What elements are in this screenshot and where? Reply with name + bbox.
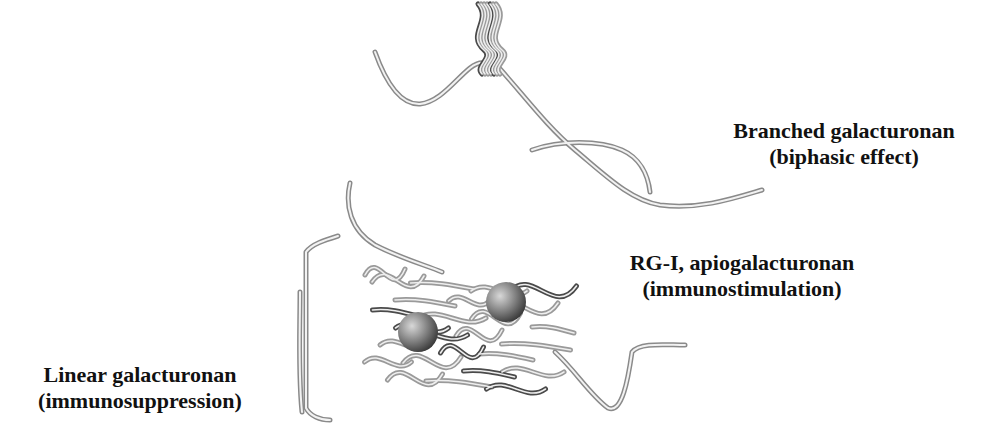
side-chain-highlight xyxy=(411,282,474,289)
side-chain xyxy=(487,385,546,393)
glycan-strand-highlight xyxy=(300,292,303,412)
side-chain-highlight xyxy=(464,370,515,377)
sphere xyxy=(398,312,438,352)
sphere xyxy=(486,282,526,322)
side-chain xyxy=(388,372,443,384)
side-chain-highlight xyxy=(365,358,412,366)
side-chain-highlight xyxy=(479,353,533,360)
side-chain xyxy=(479,353,533,360)
glycan-strand xyxy=(555,345,685,409)
glycan-strand xyxy=(375,52,492,104)
annotation-label: RG-I, apiogalacturonan (immunostimulatio… xyxy=(602,250,882,302)
glycan-strand xyxy=(300,292,303,412)
side-chain-highlight xyxy=(495,4,504,74)
glycan-strand-highlight xyxy=(555,345,685,409)
side-chain xyxy=(532,326,574,333)
side-chain-highlight xyxy=(395,299,455,306)
side-chain-highlight xyxy=(502,368,564,376)
side-chain-highlight xyxy=(388,372,443,384)
side-chain xyxy=(464,370,515,377)
side-chain-highlight xyxy=(449,297,490,305)
glycan-strand-highlight xyxy=(348,183,442,272)
side-chain-highlight xyxy=(441,345,484,357)
glycan-strand-highlight xyxy=(306,236,338,420)
side-chain xyxy=(372,274,424,286)
glycan-strand xyxy=(306,236,338,420)
side-chain-highlight xyxy=(372,274,424,286)
glycan-strand-highlight xyxy=(375,52,492,104)
side-chain xyxy=(395,299,455,306)
annotation-label: Linear galacturonan (immunosuppression) xyxy=(20,362,260,414)
side-chain-highlight xyxy=(487,385,546,393)
glycan-strand-highlight xyxy=(492,60,762,206)
annotation-label: Branched galacturonan (biphasic effect) xyxy=(709,118,979,170)
side-chain xyxy=(365,267,405,279)
side-chain-highlight xyxy=(532,326,574,333)
glycan-strand xyxy=(492,60,762,206)
side-chain xyxy=(441,345,484,357)
side-chain xyxy=(502,343,571,350)
glycan-strand xyxy=(532,143,650,193)
side-chain-highlight xyxy=(456,328,502,340)
side-chain-highlight xyxy=(365,267,405,279)
glycan-strand-highlight xyxy=(532,143,650,193)
glycan-strand xyxy=(348,183,442,272)
side-chain-highlight xyxy=(502,343,571,350)
